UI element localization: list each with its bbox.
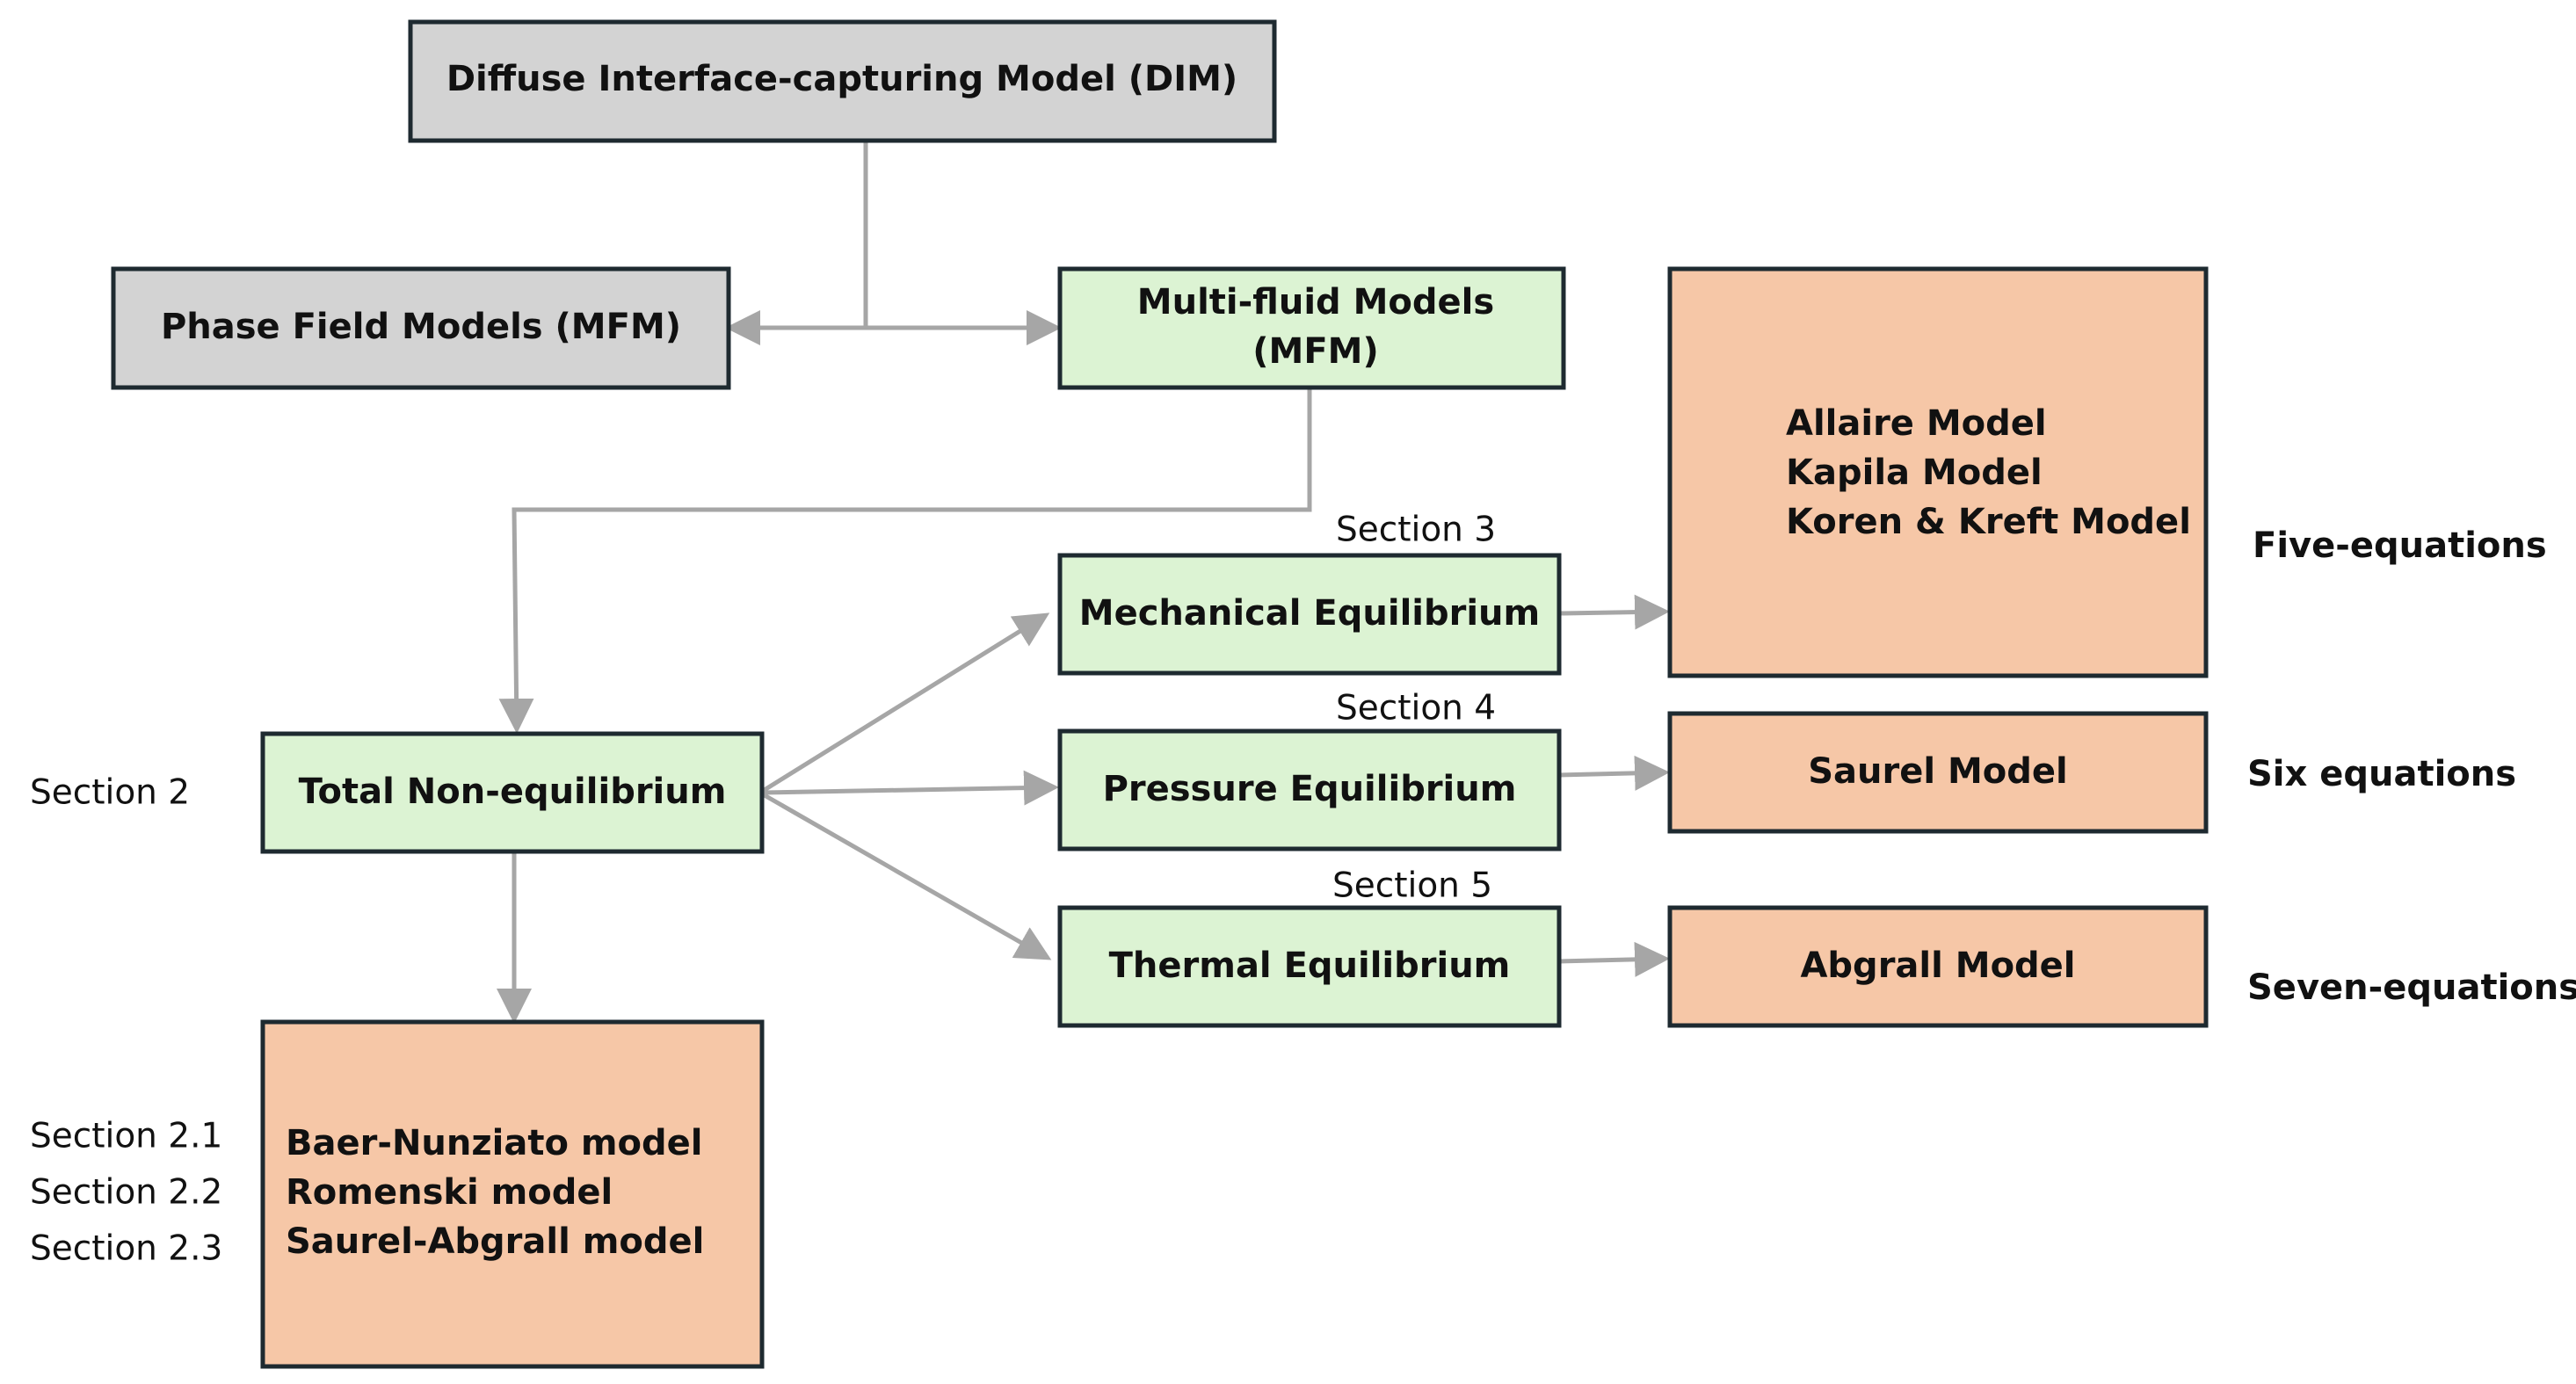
- section-labels: Section 3 Section 4 Section 5 Section 2 …: [30, 511, 1496, 1269]
- section-2-3-label: Section 2.3: [30, 1229, 222, 1269]
- node-dim-label: Diffuse Interface-capturing Model (DIM): [446, 59, 1237, 99]
- node-pressure-label: Pressure Equilibrium: [1103, 769, 1517, 809]
- edge-thermal-to-abgrall: [1559, 941, 1670, 977]
- node-multi-fluid-label: Multi-fluid Models: [1137, 282, 1494, 322]
- section-2-label: Section 2: [30, 773, 190, 813]
- connectors: [497, 141, 1670, 1024]
- edge-total-noneq-to-pressure: [762, 770, 1059, 806]
- equation-labels: Five-equations Six equations Seven-equat…: [2247, 525, 2576, 1008]
- node-phase-field-label: Phase Field Models (MFM): [161, 307, 681, 347]
- node-five-eq-models: Allaire Model Kapila Model Koren & Kreft…: [1667, 266, 2209, 678]
- node-thermal-label: Thermal Equilibrium: [1109, 946, 1511, 986]
- node-mechanical-label: Mechanical Equilibrium: [1079, 593, 1540, 634]
- node-total-noneq: Total Non-equilibrium: [260, 731, 765, 854]
- node-dim-box: [408, 19, 1277, 143]
- node-multi-fluid: Multi-fluid Models (MFM): [1057, 266, 1566, 390]
- node-pressure-box: [1057, 728, 1562, 851]
- node-noneq-models-line-3: Saurel-Abgrall model: [286, 1221, 704, 1262]
- node-five-eq-models-line-1: Allaire Model: [1786, 403, 2047, 444]
- node-five-eq-models-line-3: Koren & Kreft Model: [1786, 502, 2191, 542]
- node-five-eq-models-line-2: Kapila Model: [1786, 453, 2043, 493]
- node-multi-fluid-box: [1057, 266, 1566, 390]
- node-total-noneq-label: Total Non-equilibrium: [299, 772, 727, 812]
- section-5-label: Section 5: [1332, 866, 1492, 906]
- node-thermal: Thermal Equilibrium: [1057, 905, 1562, 1028]
- node-mechanical-box: [1057, 553, 1562, 676]
- six-equations-label: Six equations: [2247, 754, 2516, 794]
- node-noneq-models-box: [260, 1019, 765, 1369]
- section-3-label: Section 3: [1336, 511, 1496, 550]
- seven-equations-label: Seven-equations: [2247, 967, 2576, 1008]
- node-dim: Diffuse Interface-capturing Model (DIM): [408, 19, 1277, 143]
- node-abgrall-box: [1667, 905, 2209, 1028]
- node-saurel-label: Saurel Model: [1808, 751, 2068, 792]
- node-phase-field: Phase Field Models (MFM): [111, 266, 731, 390]
- node-mechanical: Mechanical Equilibrium: [1057, 553, 1562, 676]
- five-equations-label: Five-equations: [2253, 525, 2547, 566]
- node-total-noneq-box: [260, 731, 765, 854]
- section-2-2-label: Section 2.2: [30, 1173, 222, 1213]
- section-2-1-label: Section 2.1: [30, 1117, 222, 1156]
- node-saurel: Saurel Model: [1667, 711, 2209, 834]
- node-five-eq-models-box: [1667, 266, 2209, 678]
- section-4-label: Section 4: [1336, 689, 1496, 728]
- node-abgrall: Abgrall Model: [1667, 905, 2209, 1028]
- node-noneq-models: Baer-Nunziato model Romenski model Saure…: [260, 1019, 765, 1369]
- node-noneq-models-line-2: Romenski model: [286, 1172, 613, 1213]
- node-phase-field-box: [111, 266, 731, 390]
- node-multi-fluid-label-2: (MFM): [1252, 331, 1379, 372]
- node-pressure: Pressure Equilibrium: [1057, 728, 1562, 851]
- edge-total-noneq-to-mechanical: [761, 612, 1050, 793]
- node-thermal-box: [1057, 905, 1562, 1028]
- edge-mechanical-to-five-eq-models: [1559, 594, 1670, 630]
- edge-pressure-to-saurel: [1559, 755, 1670, 791]
- node-noneq-models-line-1: Baer-Nunziato model: [286, 1123, 703, 1163]
- edge-total-noneq-to-thermal: [761, 792, 1052, 960]
- node-saurel-box: [1667, 711, 2209, 834]
- node-abgrall-label: Abgrall Model: [1800, 946, 2075, 986]
- edge-multi-fluid-to-total-noneq: [498, 388, 1312, 734]
